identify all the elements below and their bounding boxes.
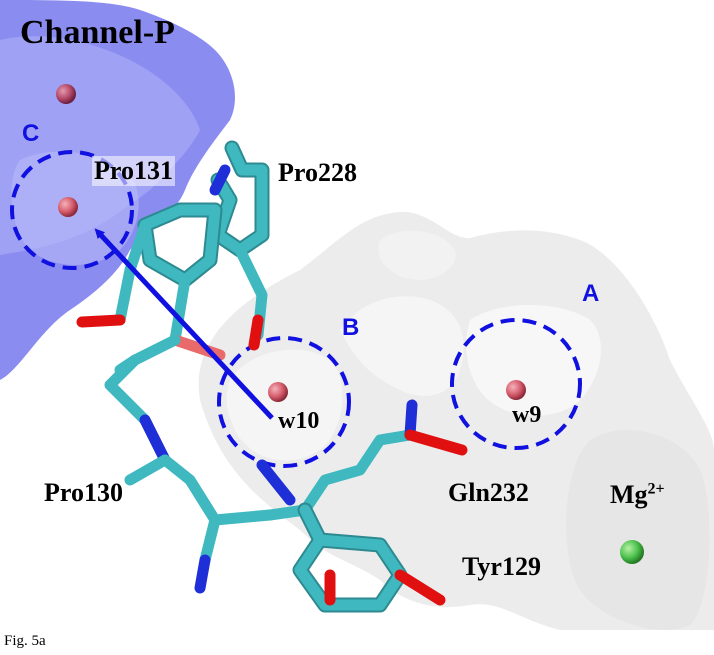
transfer-arrow (94, 228, 274, 420)
residue-label-pro228: Pro228 (278, 158, 357, 187)
water-w10 (268, 382, 288, 402)
water-molecules (56, 84, 526, 402)
residue-label-pro130: Pro130 (44, 478, 123, 507)
water-label-w10: w10 (278, 408, 320, 434)
residue-label-pro131: Pro131 (92, 156, 175, 186)
residue-label-tyr129: Tyr129 (462, 552, 541, 581)
water-channel-top (56, 84, 76, 104)
residue-stick-model (76, 140, 468, 613)
site-a-label: A (582, 280, 600, 307)
residue-label-gln232: Gln232 (448, 478, 529, 507)
site-b-label: B (342, 314, 360, 341)
site-circles (10, 150, 582, 468)
ion-label-mg: Mg2+ (610, 480, 665, 510)
cavity-surface (198, 211, 714, 630)
water-label-w9: w9 (512, 402, 542, 428)
magnesium-ion (620, 540, 644, 564)
site-a-circle (450, 318, 582, 450)
figure-caption: Fig. 5a (4, 633, 46, 649)
water-w9 (506, 380, 526, 400)
site-b-circle (217, 336, 351, 468)
ion-symbol: Mg (610, 480, 648, 509)
ion-charge: 2+ (647, 480, 665, 498)
site-c-label: C (22, 120, 40, 147)
water-site-c (58, 197, 78, 217)
channel-p-title: Channel-P (20, 14, 175, 51)
site-c-circle (10, 150, 134, 270)
